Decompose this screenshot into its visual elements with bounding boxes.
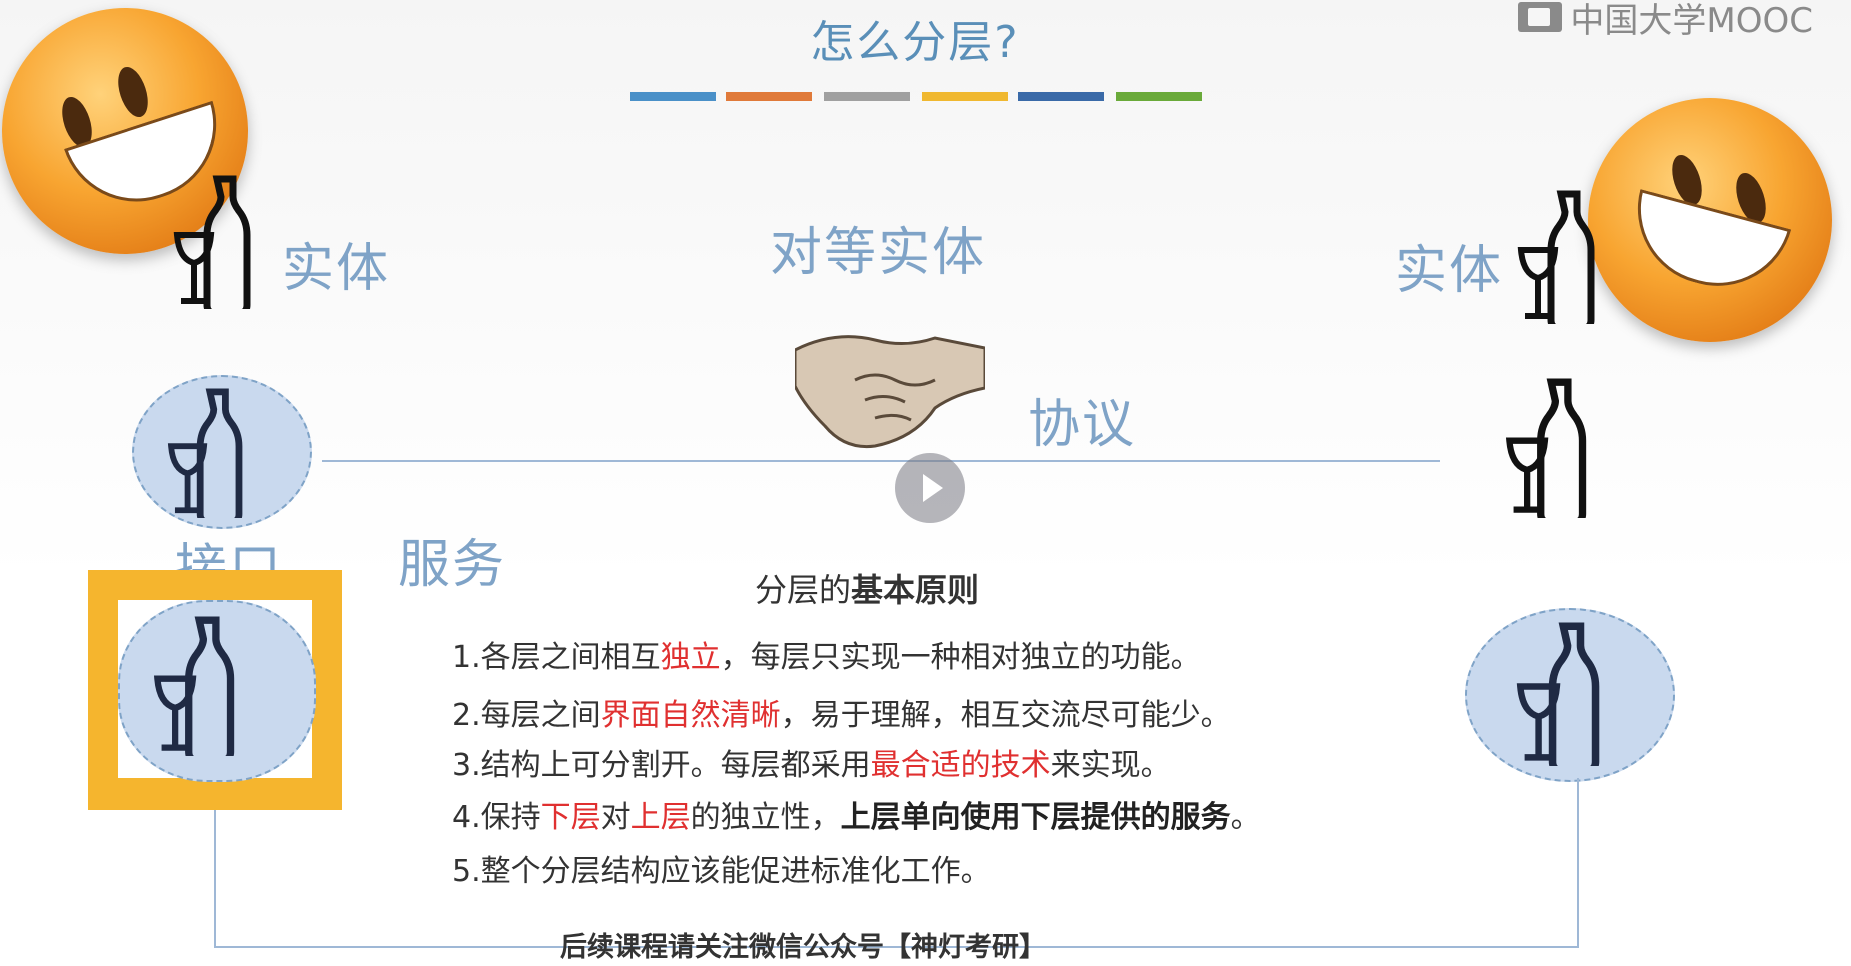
principle-text: 下层 xyxy=(540,800,601,835)
principles-title: 分层的基本原则 xyxy=(755,565,979,611)
mooc-logo: 中国大学MOOC xyxy=(1518,0,1813,41)
principle-text: 。 xyxy=(1230,800,1261,835)
cloud-left-middle xyxy=(132,375,312,529)
principle-text: 来实现。 xyxy=(1050,748,1171,783)
principle-text: ，每层只实现一种相对独立的功能。 xyxy=(720,640,1201,675)
peer-entity-label: 对等实体 xyxy=(770,223,987,283)
title-bar-6 xyxy=(1116,92,1202,101)
play-icon[interactable] xyxy=(895,453,965,523)
principles-title-plain: 分层的 xyxy=(755,571,852,609)
connector-bottom-horizontal xyxy=(214,946,1578,948)
protocol-line xyxy=(322,460,1440,462)
principle-text: 界面自然清晰 xyxy=(600,698,781,733)
principle-text: 结构上可分割开。每层都采用 xyxy=(480,748,871,783)
entity-left-label: 实体 xyxy=(282,239,391,299)
principle-text: 上层单向使用下层提供的服务 xyxy=(840,800,1231,835)
principle-text: 独立 xyxy=(660,640,721,675)
mooc-logo-text: 中国大学MOOC xyxy=(1570,0,1813,41)
service-right-bottle-icon xyxy=(1504,378,1590,518)
bottom-right-bottle-icon xyxy=(1515,622,1603,766)
title-bar-5 xyxy=(1018,92,1104,101)
principle-text: ，易于理解，相互交流尽可能少。 xyxy=(780,698,1231,733)
principle-text: 整个分层结构应该能促进标准化工作。 xyxy=(480,854,991,889)
principle-number: 2. xyxy=(452,698,481,733)
principle-rule-3: 3.结构上可分割开。每层都采用最合适的技术来实现。 xyxy=(452,740,1171,784)
entity-left-bottle-icon xyxy=(170,175,256,309)
slide-title: 怎么分层? xyxy=(810,17,1020,68)
smiley-left-icon xyxy=(2,8,248,254)
mooc-logo-icon xyxy=(1518,2,1563,32)
principle-text: 每层之间 xyxy=(480,698,601,733)
principle-number: 3. xyxy=(452,748,481,783)
principle-text: 对 xyxy=(600,800,631,835)
principle-rule-2: 2.每层之间界面自然清晰，易于理解，相互交流尽可能少。 xyxy=(452,690,1231,734)
connector-left-vertical xyxy=(214,810,216,948)
principle-number: 5. xyxy=(452,854,481,889)
service-label: 服务 xyxy=(398,535,507,595)
principle-rule-4: 4.保持下层对上层的独立性，上层单向使用下层提供的服务。 xyxy=(452,792,1261,836)
principle-text: 的独立性， xyxy=(690,800,841,835)
connector-right-vertical xyxy=(1577,778,1579,948)
handshake-icon xyxy=(795,335,985,449)
smiley-right-icon xyxy=(1588,98,1832,342)
cloud-right-bottom xyxy=(1465,608,1675,782)
principle-rule-1: 1.各层之间相互独立，每层只实现一种相对独立的功能。 xyxy=(452,632,1201,676)
title-bar-3 xyxy=(824,92,910,101)
principles-title-bold: 基本原则 xyxy=(851,571,980,609)
interface-bottle-icon xyxy=(152,616,238,756)
principle-text: 各层之间相互 xyxy=(480,640,661,675)
title-bar-4 xyxy=(922,92,1008,101)
interface-box xyxy=(88,570,342,810)
principle-rule-5: 5.整个分层结构应该能促进标准化工作。 xyxy=(452,846,991,890)
principle-text: 保持 xyxy=(480,800,541,835)
principle-text: 上层 xyxy=(630,800,691,835)
protocol-label: 协议 xyxy=(1028,395,1137,455)
footer-wechat-notice: 后续课程请关注微信公众号【神灯考研】 xyxy=(560,932,1046,963)
title-bar-1 xyxy=(630,92,716,101)
entity-right-label: 实体 xyxy=(1395,241,1504,301)
principle-number: 4. xyxy=(452,800,481,835)
entity-right-bottle-icon xyxy=(1514,190,1600,324)
principle-number: 1. xyxy=(452,640,481,675)
service-left-bottle-icon xyxy=(166,388,246,518)
title-bar-2 xyxy=(726,92,812,101)
principle-text: 最合适的技术 xyxy=(870,748,1051,783)
